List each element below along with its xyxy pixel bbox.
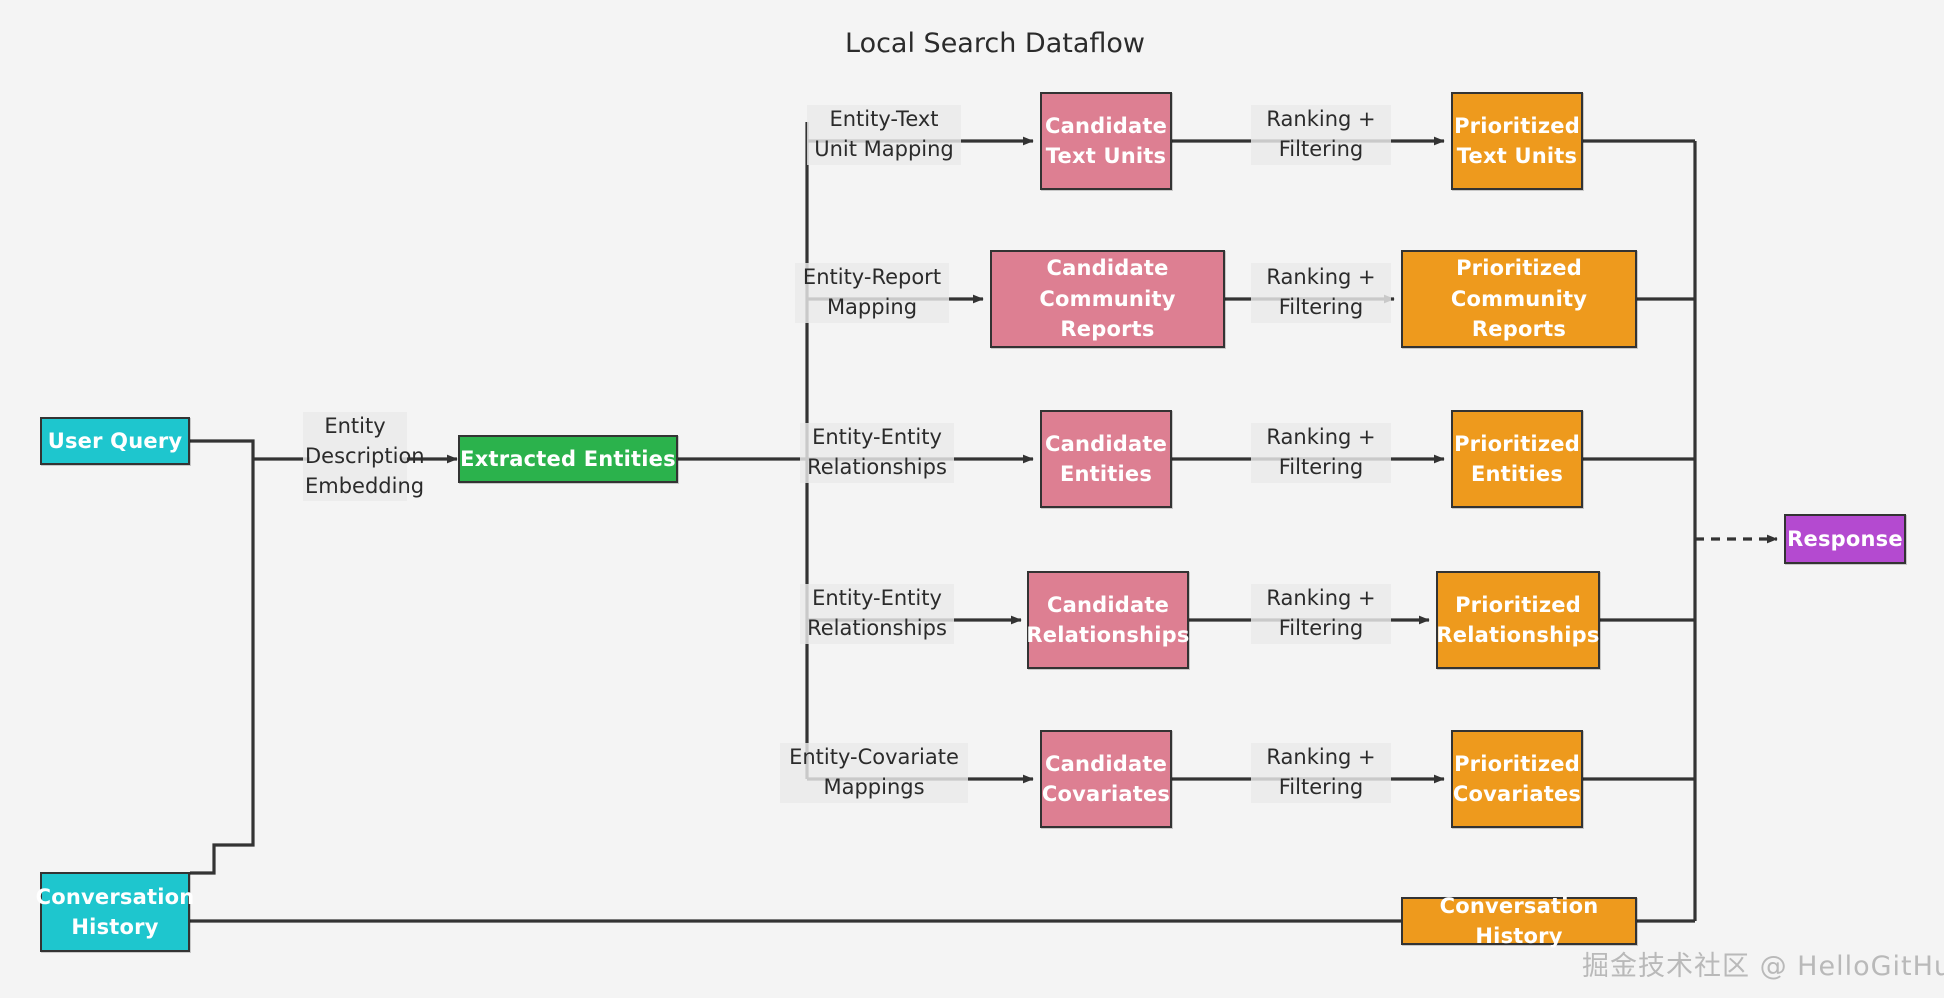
node-conversation-history-output[interactable]: Conversation History bbox=[1401, 894, 1637, 948]
edge-label-ranking-filtering-1: Ranking + Filtering bbox=[1251, 105, 1391, 165]
node-response[interactable]: Response bbox=[1784, 514, 1906, 564]
node-candidate-community-reports[interactable]: Candidate Community Reports bbox=[990, 250, 1225, 348]
node-candidate-entities[interactable]: Candidate Entities bbox=[1040, 410, 1172, 508]
node-prioritized-community-reports[interactable]: Prioritized Community Reports bbox=[1401, 250, 1637, 348]
node-conversation-history-input[interactable]: Conversation History bbox=[36, 872, 194, 952]
edge-label-entity-covariate-mappings: Entity-Covariate Mappings bbox=[780, 743, 968, 803]
edge-user-query-to-junction bbox=[190, 439, 255, 459]
edge-label-ranking-filtering-3: Ranking + Filtering bbox=[1251, 423, 1391, 483]
edge-label-entity-description-embedding: Entity Description Embedding bbox=[303, 412, 425, 502]
edge-label-entity-text-unit-mapping: Entity-Text Unit Mapping bbox=[807, 105, 961, 165]
node-prioritized-text-units[interactable]: Prioritized Text Units bbox=[1451, 92, 1583, 190]
edge-label-entity-report-mapping: Entity-Report Mapping bbox=[795, 263, 949, 323]
node-extracted-entities[interactable]: Extracted Entities bbox=[458, 435, 678, 483]
edge-label-ranking-filtering-2: Ranking + Filtering bbox=[1251, 263, 1391, 323]
node-prioritized-covariates[interactable]: Prioritized Covariates bbox=[1451, 730, 1583, 828]
node-prioritized-relationships[interactable]: Prioritized Relationships bbox=[1436, 571, 1600, 669]
page-title: Local Search Dataflow bbox=[845, 28, 1145, 59]
node-prioritized-entities[interactable]: Prioritized Entities bbox=[1451, 410, 1583, 508]
node-user-query[interactable]: User Query bbox=[40, 417, 190, 465]
edge-label-entity-entity-relationships-1: Entity-Entity Relationships bbox=[800, 423, 954, 483]
edge-conv-history-to-junction bbox=[190, 459, 255, 875]
node-candidate-covariates[interactable]: Candidate Covariates bbox=[1040, 730, 1172, 828]
edge-label-ranking-filtering-5: Ranking + Filtering bbox=[1251, 743, 1391, 803]
node-candidate-text-units[interactable]: Candidate Text Units bbox=[1040, 92, 1172, 190]
edge-label-entity-entity-relationships-2: Entity-Entity Relationships bbox=[800, 584, 954, 644]
edge-label-ranking-filtering-4: Ranking + Filtering bbox=[1251, 584, 1391, 644]
node-candidate-relationships[interactable]: Candidate Relationships bbox=[1026, 571, 1189, 669]
watermark: 掘金技术社区 @ HelloGitHub bbox=[1582, 951, 1944, 982]
